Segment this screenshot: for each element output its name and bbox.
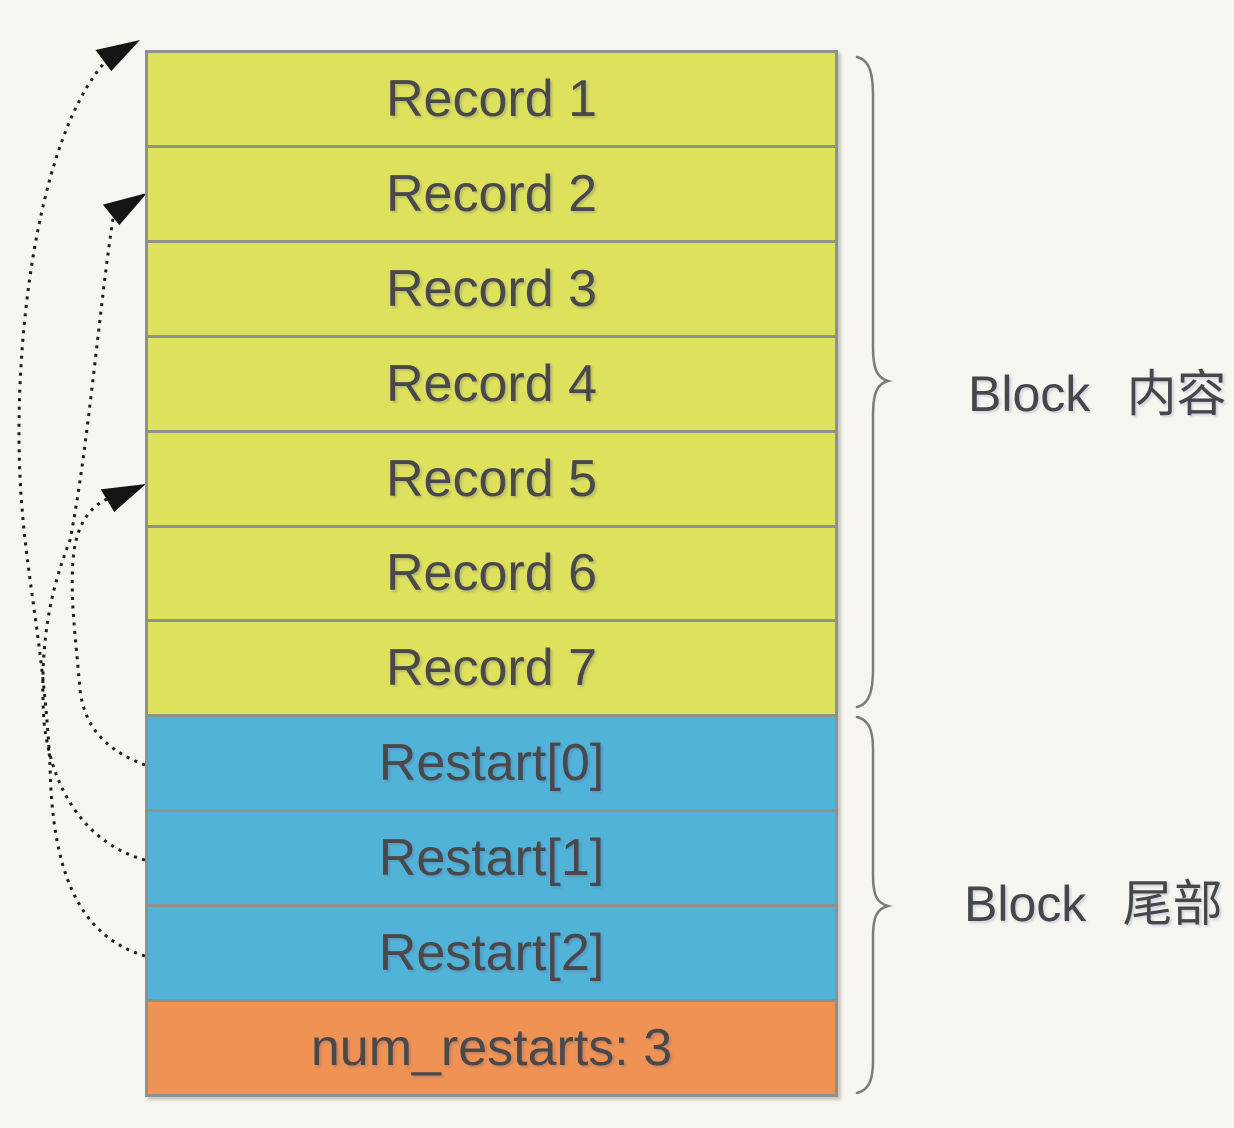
record-row-1: Record 1 xyxy=(148,53,835,148)
arrow-curve-restart2-to-record1 xyxy=(17,61,146,958)
record-row-5: Record 5 xyxy=(148,432,835,528)
block-box: Record 1 Record 2 Record 3 Record 4 Reco… xyxy=(145,50,838,1097)
restart-row-1-label: Restart[1] xyxy=(378,829,605,888)
record-row-2: Record 2 xyxy=(148,147,835,243)
brace-block-trailer xyxy=(855,715,893,1095)
record-row-6-label: Record 6 xyxy=(386,544,597,603)
restart-row-2: Restart[2] xyxy=(148,907,835,1003)
record-row-4: Record 4 xyxy=(148,337,835,433)
block-trailer-label: Block 尾部 xyxy=(964,876,1223,932)
arrow-curve-restart0-to-record5 xyxy=(70,495,146,767)
block-content-label: Block 内容 xyxy=(968,366,1227,422)
restart-row-0-label: Restart[0] xyxy=(378,734,605,793)
record-row-1-label: Record 1 xyxy=(386,69,597,128)
record-row-4-label: Record 4 xyxy=(386,354,597,413)
restart-row-1: Restart[1] xyxy=(148,812,835,908)
arrowhead-icon-record1 xyxy=(95,40,140,72)
record-row-7-label: Record 7 xyxy=(386,639,597,698)
restart-row-2-label: Restart[2] xyxy=(378,924,605,983)
record-row-7: Record 7 xyxy=(148,622,835,718)
brace-block-content xyxy=(855,55,893,709)
record-row-6: Record 6 xyxy=(148,527,835,623)
arrow-curve-restart1-to-record2 xyxy=(41,211,146,862)
record-row-3-label: Record 3 xyxy=(386,259,597,318)
record-row-2-label: Record 2 xyxy=(386,164,597,223)
num-restarts-label: num_restarts: 3 xyxy=(310,1019,673,1078)
record-row-5-label: Record 5 xyxy=(386,449,597,508)
record-row-3: Record 3 xyxy=(148,242,835,338)
restart-row-0: Restart[0] xyxy=(148,717,835,813)
arrowhead-icon-record5 xyxy=(100,484,146,512)
num-restarts-row: num_restarts: 3 xyxy=(148,1002,835,1094)
